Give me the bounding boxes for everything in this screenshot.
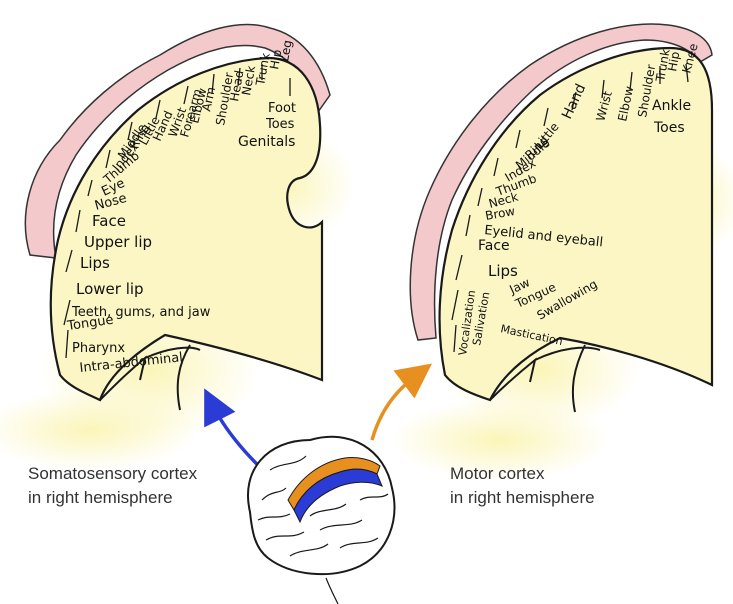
- motor-cortex-section: Toes Ankle Knee Hip Trunk Shoulder Elbow…: [390, 24, 733, 480]
- motor-caption-line2: in right hemisphere: [450, 486, 595, 510]
- label-lower-lip: Lower lip: [76, 280, 144, 298]
- brain-illustration: [248, 437, 394, 604]
- somatosensory-caption-line1: Somatosensory cortex: [28, 462, 197, 486]
- label-pharynx: Pharynx: [72, 341, 125, 356]
- motor-caption: Motor cortex in right hemisphere: [450, 462, 595, 510]
- label-genitals: Genitals: [238, 134, 295, 150]
- label-lips: Lips: [80, 254, 110, 272]
- label-face-motor: Face: [478, 238, 510, 254]
- label-toes: Toes: [265, 117, 295, 132]
- motor-caption-line1: Motor cortex: [450, 462, 595, 486]
- label-foot: Foot: [268, 101, 296, 116]
- somatosensory-caption-line2: in right hemisphere: [28, 486, 197, 510]
- somatosensory-caption: Somatosensory cortex in right hemisphere: [28, 462, 197, 510]
- label-ankle: Ankle: [652, 98, 691, 114]
- label-toes-motor: Toes: [653, 120, 685, 136]
- label-face: Face: [92, 212, 126, 230]
- label-upper-lip: Upper lip: [84, 233, 152, 251]
- somatosensory-cortex-section: Genitals Toes Foot Leg Hip Trunk Neck He…: [0, 24, 355, 470]
- label-lips-motor: Lips: [488, 262, 518, 280]
